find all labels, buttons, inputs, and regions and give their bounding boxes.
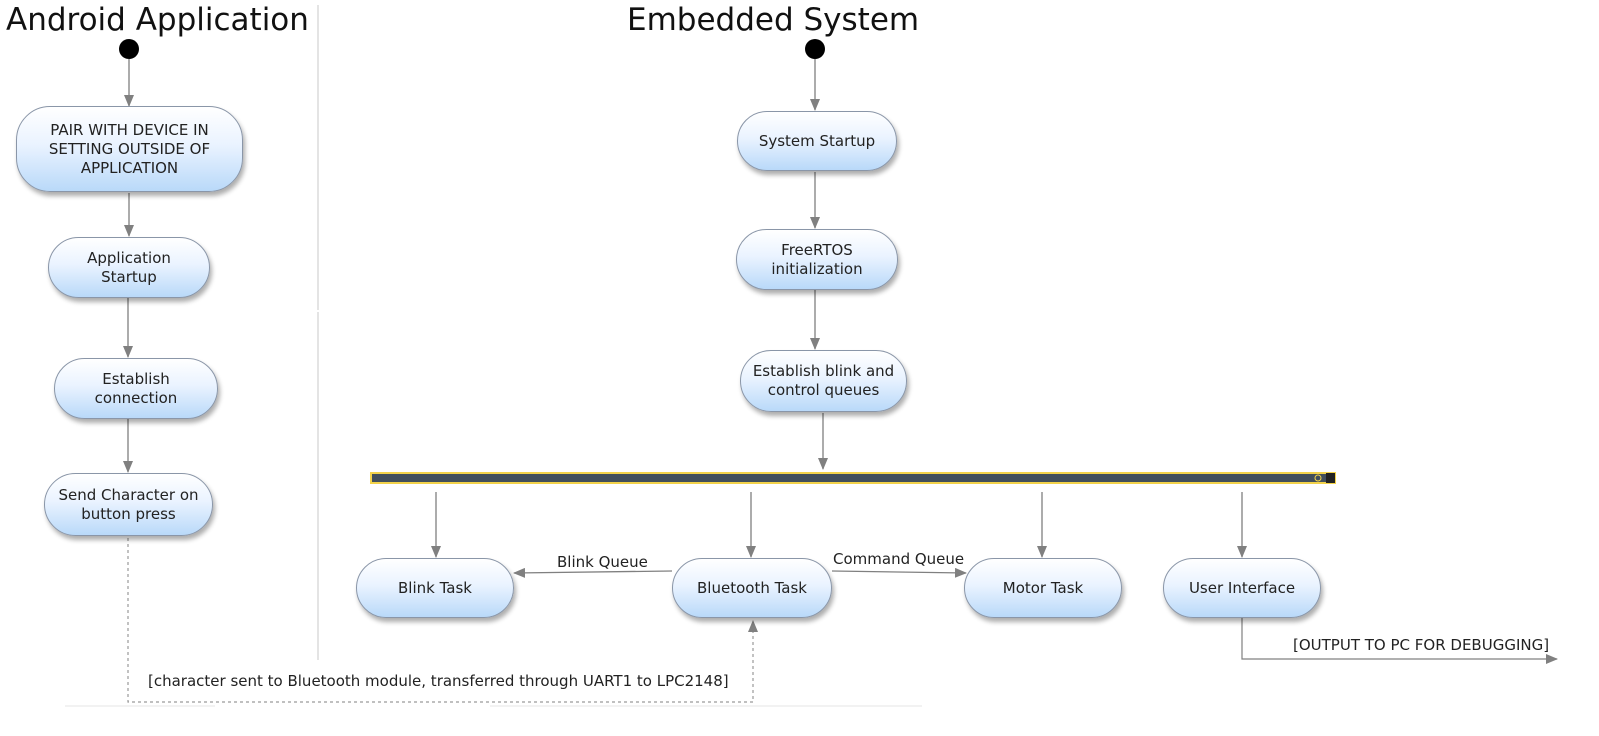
node-bluetooth-task: Bluetooth Task [672,558,832,618]
arrow-ui-to-pc [1241,618,1558,664]
node-blink-task: Blink Task [356,558,514,618]
node-blink-task-label: Blink Task [398,578,472,597]
node-send-character: Send Character on button press [44,473,213,536]
node-send-character-label: Send Character on button press [58,485,199,523]
node-system-startup-label: System Startup [758,131,876,150]
fork-bar-handle [1314,474,1322,482]
node-pair-device-label: PAIR WITH DEVICE IN SETTING OUTSIDE OF A… [48,120,211,177]
arrow-send-to-bluetooth [127,538,758,703]
node-user-interface: User Interface [1163,558,1321,618]
edge-label-character-sent: [character sent to Bluetooth module, tra… [148,672,729,690]
android-lane-title: Android Application [6,2,309,38]
android-start-node [119,39,139,59]
edge-label-command-queue: Command Queue [833,550,965,568]
node-application-startup-label: Application Startup [87,248,171,286]
node-motor-task-label: Motor Task [1002,578,1084,597]
node-bluetooth-task-label: Bluetooth Task [697,578,807,597]
fork-bar-end-cap [1326,473,1335,483]
node-user-interface-label: User Interface [1188,578,1296,597]
arrow-bluetooth-to-motor [831,567,967,578]
node-establish-connection-label: Establish connection [94,369,178,407]
edge-label-output-pc: [OUTPUT TO PC FOR DEBUGGING] [1293,636,1550,654]
node-pair-device: PAIR WITH DEVICE IN SETTING OUTSIDE OF A… [16,106,243,192]
node-establish-queues: Establish blink and control queues [740,350,907,412]
node-system-startup: System Startup [737,111,897,171]
arrow-bluetooth-to-blink [513,567,673,578]
fork-bar [370,472,1336,484]
node-application-startup: Application Startup [48,237,210,298]
embedded-start-node [805,39,825,59]
node-freertos-init-label: FreeRTOS initialization [771,240,863,278]
node-establish-queues-label: Establish blink and control queues [752,362,895,399]
edge-label-blink-queue: Blink Queue [557,553,648,571]
node-freertos-init: FreeRTOS initialization [736,229,898,290]
node-motor-task: Motor Task [964,558,1122,618]
embedded-lane-title: Embedded System [627,2,920,38]
node-establish-connection: Establish connection [54,358,218,419]
